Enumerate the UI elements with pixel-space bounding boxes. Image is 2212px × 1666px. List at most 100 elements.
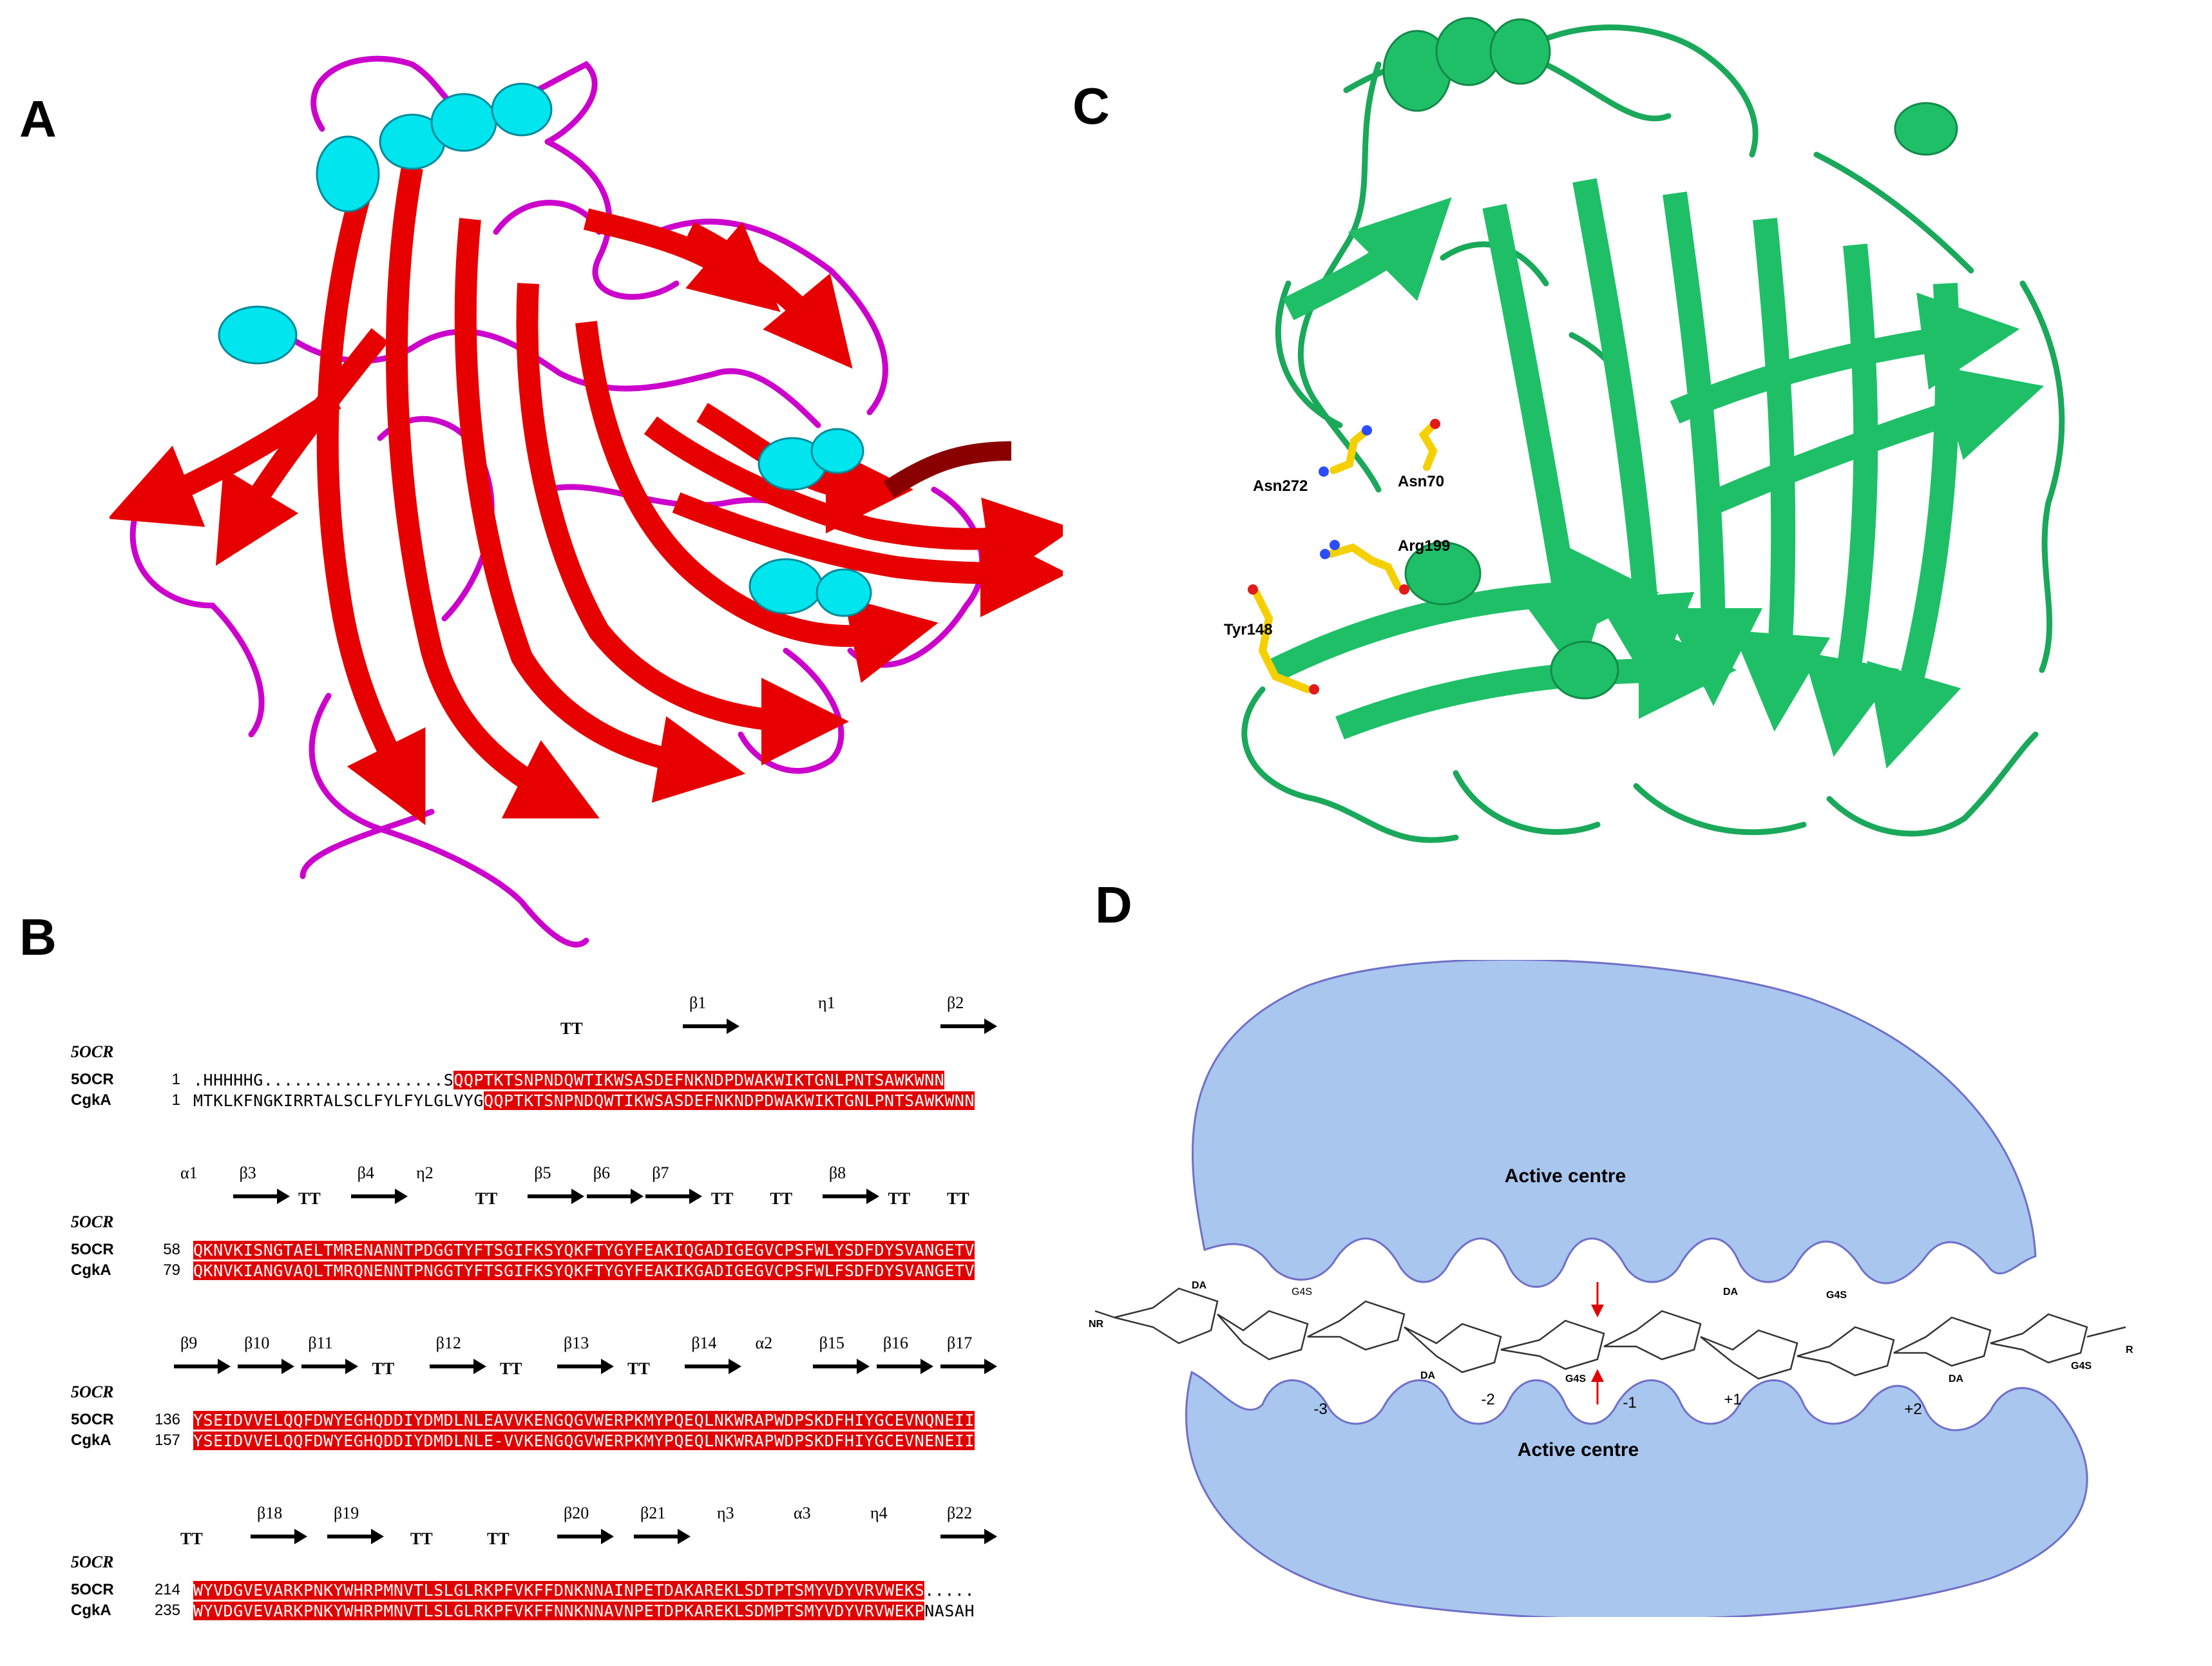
strand-arrow-head: [856, 1359, 870, 1374]
ss-element-label: η2: [416, 1163, 434, 1182]
ss-element-label: TT: [710, 1189, 734, 1208]
sequence-position: 157: [154, 1431, 180, 1449]
strand-arrow: [238, 1364, 283, 1368]
residue-da-2: DA: [1420, 1370, 1436, 1381]
strand-arrow: [940, 1364, 986, 1368]
sequence-name: 5OCR: [71, 1581, 114, 1598]
strand-arrow-head: [729, 1359, 742, 1374]
ss-element-label: β20: [564, 1504, 589, 1522]
ss-element-label: TT: [560, 1019, 583, 1038]
sequence-string: MTKLKFNGKIRRTALSCLFYLFYLGLVYGQQPTKTSNPND…: [193, 1091, 975, 1110]
strand-arrow: [940, 1024, 986, 1028]
ss-element-label: β17: [947, 1334, 973, 1352]
strand-arrow-head: [689, 1189, 703, 1204]
subsite-minus-2: -2: [1481, 1391, 1494, 1408]
ss-element-label: TT: [947, 1189, 969, 1208]
sequence-row: CgkA 79 QKNVKIANGVAQLTMRQNENNTPNGGTYFTSGIF…: [71, 1260, 1069, 1281]
strand-arrow: [634, 1535, 679, 1538]
ss-element-label: β22: [947, 1504, 973, 1522]
active-centre-top-label: Active centre: [1505, 1165, 1626, 1187]
ss-element-label: β16: [882, 1334, 909, 1352]
strand-arrow: [586, 1194, 632, 1198]
residue-da-3: DA: [1723, 1287, 1739, 1297]
ss-element-label: β18: [257, 1504, 283, 1522]
residue-label-arg199: Arg199: [1398, 537, 1450, 555]
sequence-string: .HHHHHG..................SQQPTKTSNPNDQWT…: [193, 1070, 945, 1089]
ss-element-label: TT: [888, 1189, 911, 1208]
strand-arrow-head: [984, 1019, 997, 1034]
strand-arrow: [251, 1535, 296, 1538]
strand-arrow-head: [571, 1189, 585, 1204]
ss-element-label: α2: [755, 1334, 773, 1352]
sequence-name: 5OCR: [71, 1071, 114, 1088]
ss-element-label: TT: [410, 1529, 433, 1548]
ss-element-label: β6: [593, 1163, 610, 1182]
strand-arrow: [528, 1194, 573, 1198]
active-site-schematic: Active centre Active centre DA G4S DA G4…: [1089, 960, 2133, 1617]
ss-row-name: 5OCR: [71, 1212, 114, 1231]
sequence-name: CgkA: [71, 1431, 111, 1449]
sequence-string: WYVDGVEVARKPNKYWHRPMNVTLSLGLRKPFVKFFNNKN…: [193, 1601, 975, 1620]
strand-arrow-head: [727, 1019, 739, 1034]
residue-da-4: DA: [1949, 1374, 1964, 1384]
sequence-string: QKNVKIANGVAQLTMRQNENNTPNGGTYFTSGIFKSYQKF…: [193, 1261, 975, 1280]
active-centre-bottom-lobe: [1185, 1370, 2088, 1617]
strand-arrow-head: [984, 1529, 997, 1544]
ss-element-label: η3: [717, 1504, 734, 1522]
ss-element-label: β14: [691, 1334, 717, 1352]
sequence-name: CgkA: [71, 1261, 111, 1279]
residue-da-1: DA: [1192, 1280, 1207, 1291]
strand-arrow-head: [371, 1529, 384, 1544]
chain-end-r: R: [2126, 1345, 2133, 1355]
ss-element-label: β13: [564, 1334, 589, 1352]
ss-element-label: η1: [818, 993, 835, 1012]
residue-g4s-4: G4S: [2071, 1361, 2092, 1372]
residue-g4s-3: G4S: [1826, 1290, 1847, 1301]
strand-arrow: [940, 1535, 986, 1538]
ss-element-label: TT: [475, 1189, 498, 1208]
ss-element-label: η4: [870, 1504, 888, 1522]
strand-arrow: [350, 1194, 396, 1198]
ss-element-label: TT: [180, 1529, 203, 1548]
strand-arrow-head: [394, 1189, 408, 1204]
ss-element-label: TT: [298, 1189, 321, 1208]
sequence-position: 214: [154, 1581, 180, 1598]
strand-arrow-head: [345, 1359, 359, 1374]
ss-element-label: TT: [499, 1359, 522, 1378]
strand-arrow-head: [920, 1359, 933, 1374]
strand-arrow-head: [601, 1359, 614, 1374]
strand-arrow-head: [984, 1359, 997, 1374]
strand-arrow-head: [866, 1189, 879, 1204]
strand-arrow-head: [218, 1359, 231, 1374]
strand-arrow: [822, 1194, 868, 1198]
ss-element-label: β3: [239, 1163, 256, 1182]
ss-element-label: β19: [334, 1504, 359, 1522]
subsite-minus-1: -1: [1623, 1394, 1636, 1412]
strand-arrow: [812, 1364, 858, 1368]
sequence-string: WYVDGVEVARKPNKYWHRPMNVTLSLGLRKPFVKFFDNKN…: [193, 1580, 975, 1600]
ss-element-label: β9: [180, 1334, 198, 1352]
ss-row-name: 5OCR: [71, 1042, 114, 1061]
panel-letter-c: C: [1073, 77, 1110, 135]
strand-arrow: [645, 1194, 691, 1198]
active-centre-top-lobe: [1191, 960, 2037, 1288]
sequence-name: 5OCR: [71, 1241, 114, 1258]
ss-element-label: TT: [487, 1529, 510, 1548]
strand-arrow: [301, 1364, 347, 1368]
residue-g4s-2: G4S: [1565, 1374, 1586, 1384]
ss-element-label: TT: [372, 1359, 395, 1378]
strand-arrow: [429, 1364, 475, 1368]
sequence-position: 79: [163, 1261, 180, 1279]
strand-arrow-head: [601, 1529, 614, 1544]
